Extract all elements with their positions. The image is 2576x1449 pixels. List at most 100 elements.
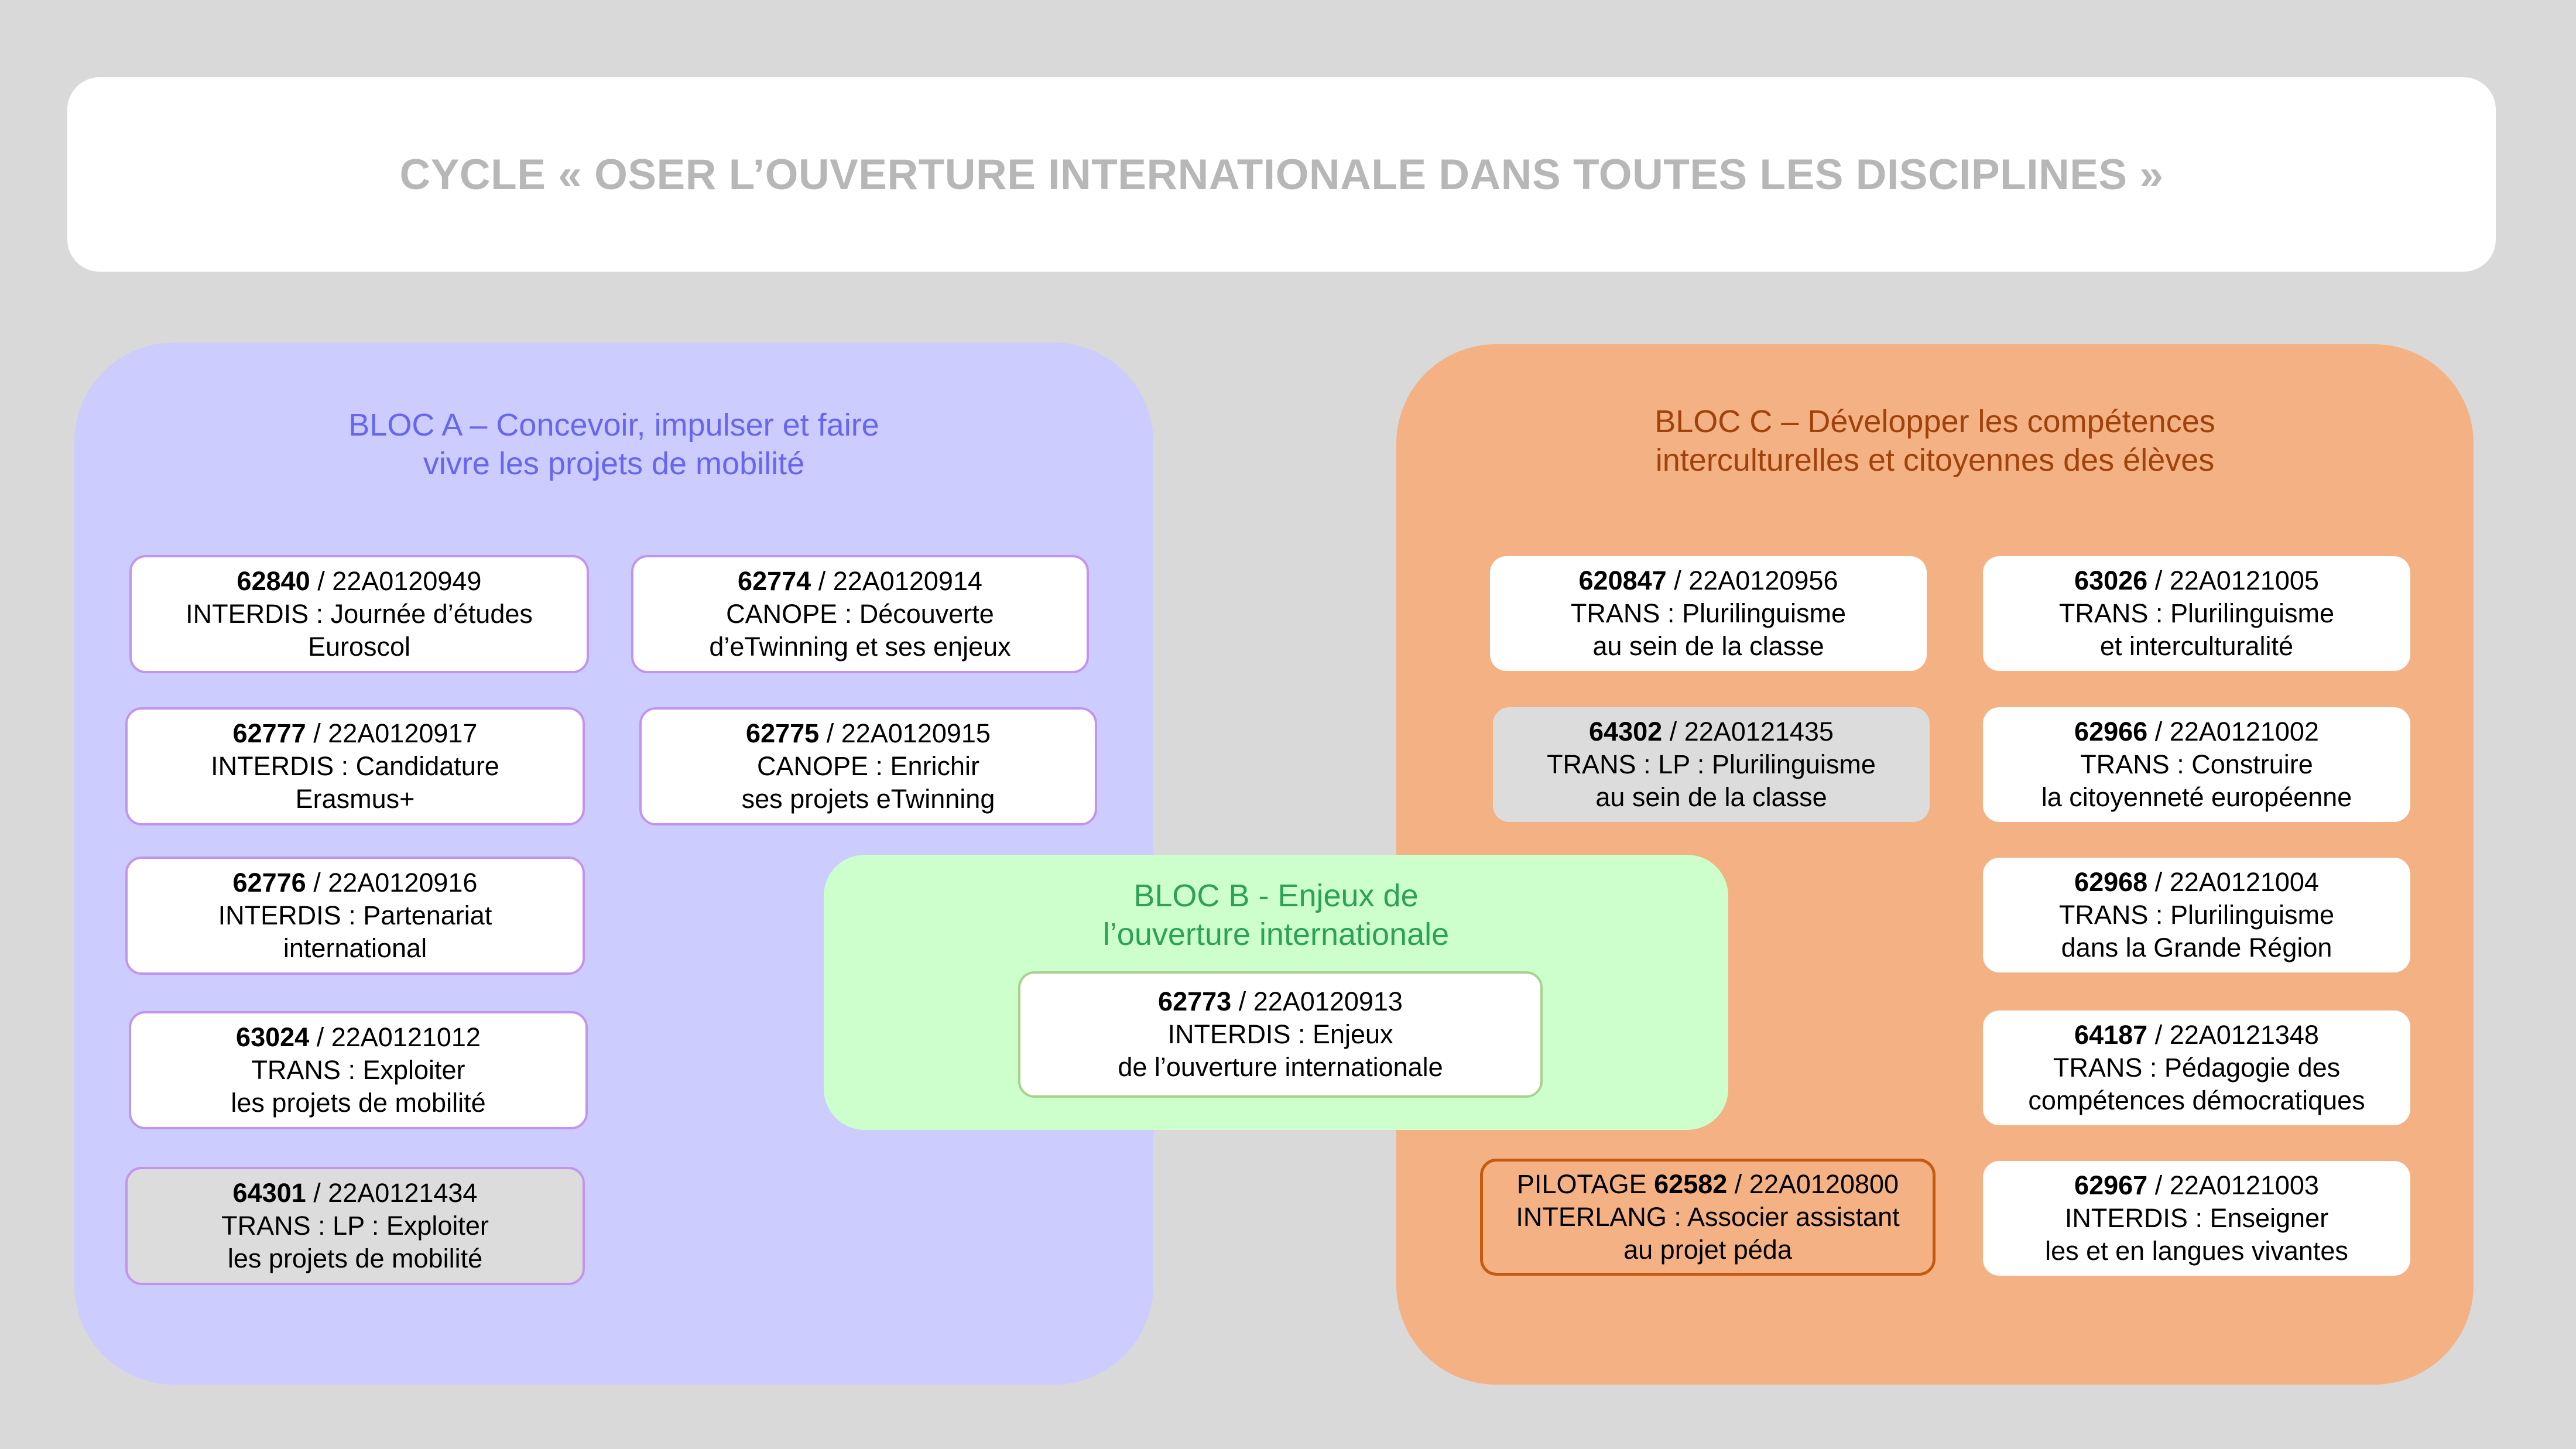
card-code: / 22A0120949 [310, 566, 482, 596]
card-line2: CANOPE : Découverte [726, 599, 994, 629]
course-card-62966[interactable]: 62966 / 22A0121002 TRANS : Construire la… [1983, 707, 2410, 822]
card-line3: de l’ouverture internationale [1118, 1052, 1443, 1082]
card-id: 63026 [2074, 566, 2148, 595]
card-header: 63024 / 22A0121012 [236, 1021, 481, 1054]
card-line2: INTERLANG : Associer assistant [1516, 1202, 1900, 1232]
card-code: / 22A0121348 [2147, 1020, 2319, 1050]
bloc-a-title: BLOC A – Concevoir, impulser et faire vi… [74, 406, 1153, 483]
card-id: 62774 [738, 566, 811, 596]
card-code: / 22A0121012 [309, 1022, 481, 1052]
card-header: 62967 / 22A0121003 [2074, 1169, 2319, 1202]
card-id: 64187 [2074, 1020, 2148, 1050]
card-code: / 22A0120916 [306, 868, 478, 898]
card-line2: TRANS : Exploiter [251, 1055, 465, 1085]
card-line3: les et en langues vivantes [2045, 1236, 2348, 1266]
card-id: 64301 [232, 1178, 306, 1208]
card-code: / 22A0120800 [1727, 1169, 1899, 1199]
course-card-62776[interactable]: 62776 / 22A0120916 INTERDIS : Partenaria… [125, 857, 585, 975]
card-header: 62774 / 22A0120914 [738, 565, 982, 598]
course-card-64301[interactable]: 64301 / 22A0121434 TRANS : LP : Exploite… [125, 1167, 585, 1285]
card-code: / 22A0121435 [1662, 717, 1834, 746]
card-line3: compétences démocratiques [2028, 1085, 2365, 1115]
card-code: / 22A0120913 [1231, 986, 1403, 1016]
card-header: 620847 / 22A0120956 [1579, 564, 1838, 597]
bloc-b-title: BLOC B - Enjeux de l’ouverture internati… [824, 876, 1728, 954]
card-header: 62776 / 22A0120916 [233, 866, 478, 899]
card-id: 620847 [1578, 566, 1667, 595]
card-line3: Euroscol [307, 632, 411, 662]
card-id: 62840 [237, 566, 310, 596]
card-header: 62777 / 22A0120917 [233, 717, 478, 750]
card-code: / 22A0120917 [306, 718, 478, 748]
card-code: / 22A0120915 [819, 718, 991, 748]
card-line3: d’eTwinning et ses enjeux [709, 632, 1011, 662]
card-line3: au projet péda [1623, 1235, 1792, 1265]
card-id: 62966 [2074, 717, 2148, 746]
course-card-62774[interactable]: 62774 / 22A0120914 CANOPE : Découverte d… [631, 555, 1089, 673]
card-id: 64302 [1589, 717, 1663, 746]
card-line2: INTERDIS : Enjeux [1167, 1019, 1393, 1049]
card-id: 62773 [1158, 986, 1232, 1016]
card-header: 62775 / 22A0120915 [746, 717, 991, 750]
bloc-b-title-line1: BLOC B - Enjeux de [1133, 878, 1419, 913]
card-code: / 22A0121002 [2147, 717, 2319, 746]
card-prefix: PILOTAGE [1516, 1169, 1654, 1199]
card-line3: Erasmus+ [295, 784, 415, 814]
course-card-62840[interactable]: 62840 / 22A0120949 INTERDIS : Journée d’… [129, 555, 589, 673]
card-line2: INTERDIS : Partenariat [218, 900, 492, 930]
card-id: 62968 [2074, 867, 2148, 897]
title-banner: CYCLE « OSER L’OUVERTURE INTERNATIONALE … [67, 77, 2496, 272]
card-line2: TRANS : Pédagogie des [2053, 1053, 2341, 1083]
card-code: / 22A0121004 [2147, 867, 2319, 897]
card-id: 62775 [746, 718, 820, 748]
bloc-c-title: BLOC C – Développer les compétences inte… [1396, 402, 2474, 479]
course-card-64302[interactable]: 64302 / 22A0121435 TRANS : LP : Plurilin… [1493, 707, 1930, 822]
card-line2: TRANS : Plurilinguisme [1570, 598, 1847, 628]
card-line3: au sein de la classe [1592, 631, 1824, 661]
card-line2: INTERDIS : Enseigner [2064, 1203, 2329, 1233]
card-code: / 22A0120956 [1666, 566, 1838, 595]
card-line2: INTERDIS : Candidature [211, 751, 499, 781]
course-card-62773[interactable]: 62773 / 22A0120913 INTERDIS : Enjeux de … [1018, 971, 1543, 1098]
course-card-62775[interactable]: 62775 / 22A0120915 CANOPE : Enrichir ses… [639, 707, 1097, 825]
card-header: 62840 / 22A0120949 [237, 565, 482, 598]
course-card-63026[interactable]: 63026 / 22A0121005 TRANS : Plurilinguism… [1983, 556, 2410, 671]
card-header: 62966 / 22A0121002 [2074, 715, 2319, 748]
card-line2: TRANS : Construire [2080, 749, 2313, 779]
card-line3: les projets de mobilité [227, 1244, 483, 1273]
card-header: 64301 / 22A0121434 [233, 1177, 478, 1210]
card-line2: TRANS : LP : Plurilinguisme [1547, 749, 1876, 779]
card-id: 63024 [236, 1022, 310, 1052]
card-line2: CANOPE : Enrichir [756, 751, 980, 781]
card-id: 62967 [2074, 1170, 2148, 1200]
card-line2: TRANS : Plurilinguisme [2058, 598, 2335, 628]
card-line2: TRANS : LP : Exploiter [221, 1211, 489, 1241]
page-title: CYCLE « OSER L’OUVERTURE INTERNATIONALE … [399, 150, 2164, 198]
card-id: 62582 [1654, 1169, 1728, 1199]
card-code: / 22A0121005 [2147, 566, 2319, 595]
card-line3: au sein de la classe [1595, 782, 1827, 812]
course-card-62967[interactable]: 62967 / 22A0121003 INTERDIS : Enseigner … [1983, 1161, 2410, 1276]
card-id: 62777 [232, 718, 306, 748]
card-code: / 22A0121003 [2147, 1170, 2319, 1200]
card-header: PILOTAGE 62582 / 22A0120800 [1517, 1168, 1899, 1201]
bloc-b-title-line2: l’ouverture internationale [1102, 917, 1450, 952]
course-card-63024[interactable]: 63024 / 22A0121012 TRANS : Exploiter les… [129, 1011, 588, 1129]
course-card-64187[interactable]: 64187 / 22A0121348 TRANS : Pédagogie des… [1983, 1010, 2410, 1125]
card-line2: INTERDIS : Journée d’études [186, 599, 533, 629]
card-header: 62773 / 22A0120913 [1158, 985, 1403, 1018]
course-card-62582-pilotage[interactable]: PILOTAGE 62582 / 22A0120800 INTERLANG : … [1480, 1159, 1936, 1276]
card-line3: international [283, 933, 427, 963]
card-header: 62968 / 22A0121004 [2074, 866, 2319, 899]
card-header: 63026 / 22A0121005 [2074, 564, 2319, 597]
card-line3: dans la Grande Région [2061, 933, 2332, 962]
course-card-62777[interactable]: 62777 / 22A0120917 INTERDIS : Candidatur… [125, 707, 585, 825]
bloc-a-title-line1: BLOC A – Concevoir, impulser et faire [348, 407, 879, 443]
card-line3: les projets de mobilité [231, 1088, 486, 1118]
course-card-620847[interactable]: 620847 / 22A0120956 TRANS : Plurilinguis… [1490, 556, 1927, 671]
card-header: 64302 / 22A0121435 [1589, 715, 1834, 748]
bloc-a-title-line2: vivre les projets de mobilité [423, 446, 805, 481]
course-card-62968[interactable]: 62968 / 22A0121004 TRANS : Plurilinguism… [1983, 858, 2410, 972]
card-id: 62776 [232, 868, 306, 898]
bloc-c-title-line1: BLOC C – Développer les compétences [1654, 404, 2215, 439]
